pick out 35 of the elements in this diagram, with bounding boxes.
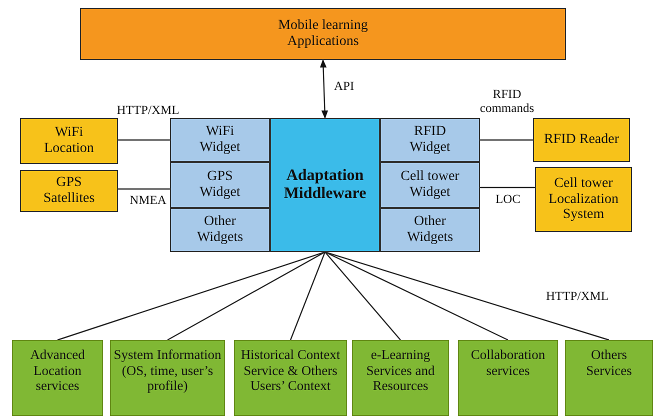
source-box: WiFi Location — [20, 118, 118, 164]
connector-line — [480, 186, 535, 188]
source-box: GPS Satellites — [20, 170, 118, 212]
service-box: Collaboration services — [458, 340, 558, 416]
app-box: Mobile learning Applications — [80, 8, 566, 60]
connector-line — [118, 139, 170, 141]
service-box: Historical Context Service & Others Users’ Context — [234, 340, 347, 416]
service-box: Advanced Location services — [12, 340, 103, 416]
middleware-box: Adaptation Middleware — [270, 118, 380, 252]
widget-box: Cell tower Widget — [380, 162, 480, 208]
connector-line — [290, 252, 326, 340]
connector-line — [118, 188, 170, 190]
arrow — [320, 59, 328, 119]
connector-line — [324, 251, 610, 341]
source-box: RFID Reader — [533, 118, 630, 162]
connector-line — [57, 251, 326, 341]
widget-box: Other Widgets — [380, 208, 480, 252]
service-box: e-Learning Services and Resources — [352, 340, 449, 416]
widget-box: Other Widgets — [170, 208, 270, 252]
service-box: System Information (OS, time, user’s profile) — [110, 340, 225, 416]
edge-label: HTTP/XML — [116, 104, 180, 118]
widget-box: WiFi Widget — [170, 118, 270, 162]
service-box: Others Services — [565, 340, 653, 416]
source-box: Cell tower Localization System — [535, 167, 632, 232]
connector-line — [324, 252, 401, 340]
edge-label: RFID commands — [478, 88, 536, 116]
widget-box: GPS Widget — [170, 162, 270, 208]
connector-line — [324, 251, 508, 341]
edge-label: NMEA — [128, 194, 168, 208]
connector-line — [480, 139, 533, 141]
connector-line — [167, 251, 326, 341]
edge-label: API — [334, 80, 356, 94]
edge-label: LOC — [494, 193, 522, 207]
protocol-label: HTTP/XML — [546, 290, 608, 304]
widget-box: RFID Widget — [380, 118, 480, 162]
